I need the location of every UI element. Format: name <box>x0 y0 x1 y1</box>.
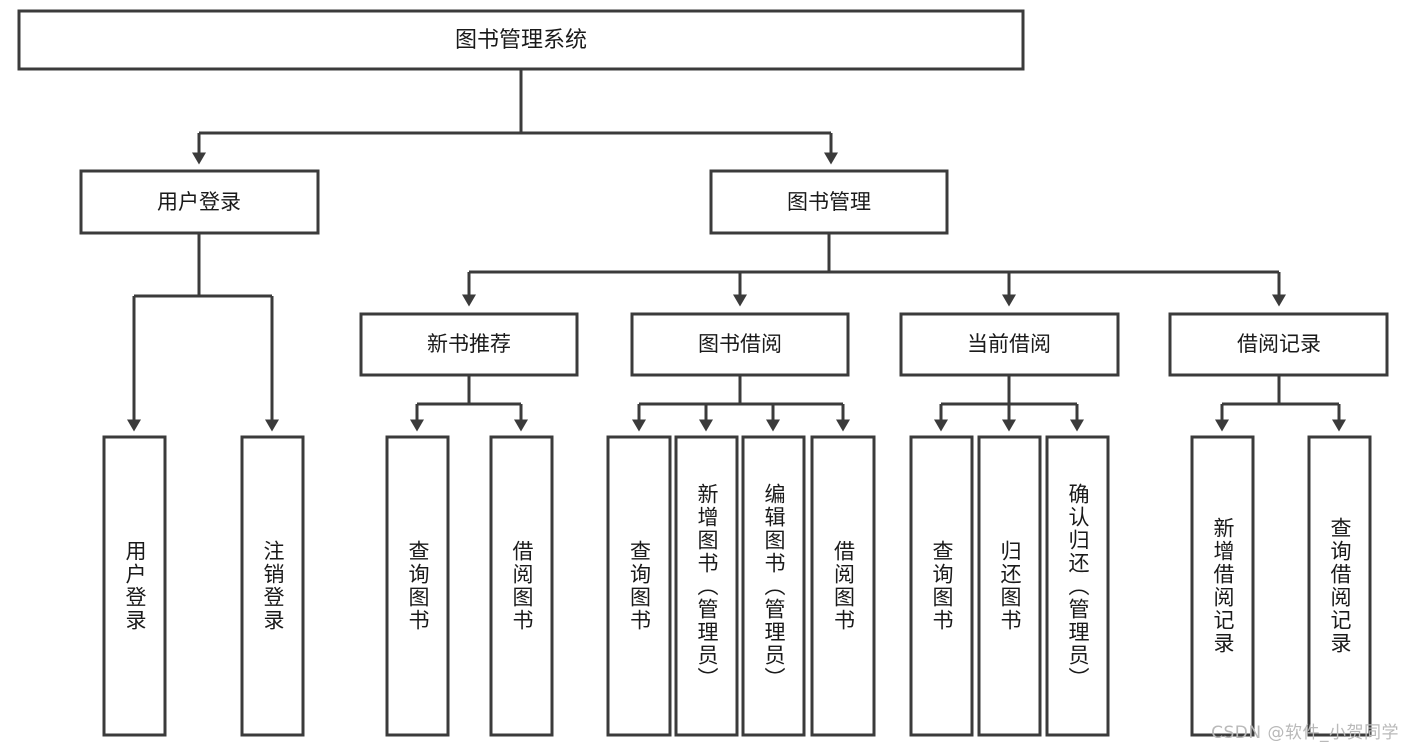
leaf-box-return-book[interactable] <box>977 435 1042 737</box>
connector-current-borrow-children <box>934 375 1084 432</box>
node-user-login-label: 用户登录 <box>157 190 241 214</box>
node-book-management-label: 图书管理 <box>787 190 871 214</box>
leaf-box-confirm-return-admin[interactable] <box>1045 435 1110 737</box>
connector-user-login-children <box>127 233 279 432</box>
node-current-borrow[interactable]: 当前借阅 <box>899 312 1120 377</box>
leaf-box-query-borrow-record[interactable] <box>1307 435 1372 737</box>
leaf-box-user-login[interactable] <box>102 435 167 737</box>
connector-root-children <box>192 69 838 165</box>
node-book-borrow-label: 图书借阅 <box>698 332 782 356</box>
leaf-boxes <box>102 435 1372 737</box>
node-user-login[interactable]: 用户登录 <box>79 169 320 235</box>
node-root-label: 图书管理系统 <box>455 28 587 53</box>
leaf-box-query-book-2[interactable] <box>606 435 672 737</box>
leaf-box-borrow-book-2[interactable] <box>810 435 876 737</box>
node-borrow-record[interactable]: 借阅记录 <box>1168 312 1389 377</box>
connector-new-book-children <box>410 375 528 432</box>
watermark: CSDN @软件_小贺同学 <box>1211 723 1399 743</box>
connector-book-borrow-children <box>632 375 850 432</box>
leaf-box-edit-book-admin[interactable] <box>741 435 806 737</box>
leaf-box-query-book-3[interactable] <box>909 435 974 737</box>
node-book-management[interactable]: 图书管理 <box>709 169 949 235</box>
connector-book-manage-children <box>462 233 1286 307</box>
node-book-borrow[interactable]: 图书借阅 <box>630 312 850 377</box>
leaf-box-query-book-1[interactable] <box>385 435 450 737</box>
node-borrow-record-label: 借阅记录 <box>1237 332 1321 356</box>
node-current-borrow-label: 当前借阅 <box>967 332 1051 356</box>
node-new-book-recommend-label: 新书推荐 <box>427 332 511 356</box>
leaf-box-add-book-admin[interactable] <box>674 435 739 737</box>
node-new-book-recommend[interactable]: 新书推荐 <box>359 312 579 377</box>
leaf-box-add-borrow-record[interactable] <box>1190 435 1255 737</box>
leaf-box-borrow-book-1[interactable] <box>489 435 554 737</box>
leaf-box-logout[interactable] <box>240 435 305 737</box>
connector-borrow-record-children <box>1215 375 1346 432</box>
node-root[interactable]: 图书管理系统 <box>17 9 1025 71</box>
